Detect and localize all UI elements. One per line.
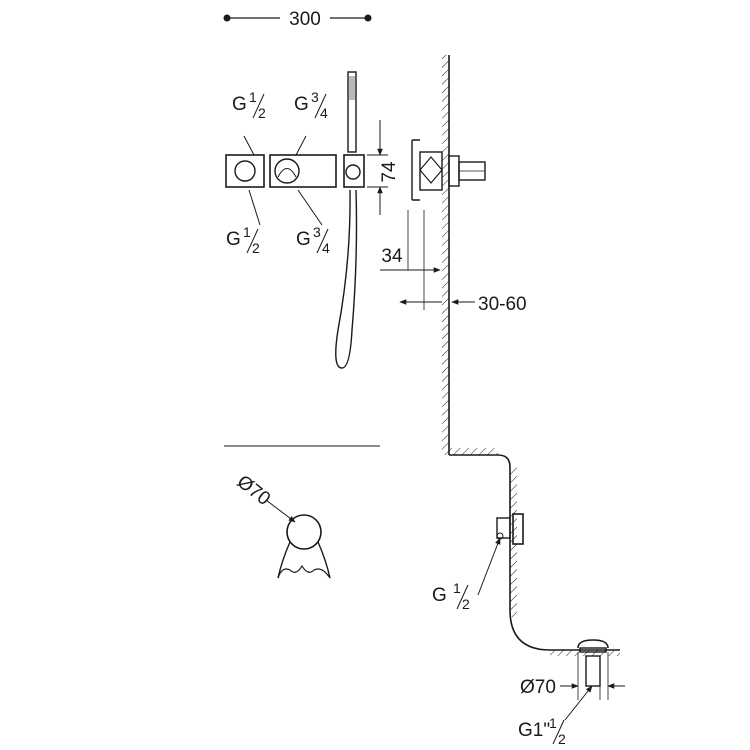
height-dimension-label: 74 <box>379 161 400 183</box>
svg-text:G: G <box>232 94 247 115</box>
svg-text:3: 3 <box>311 89 319 105</box>
svg-text:1: 1 <box>453 580 461 596</box>
wall <box>442 55 620 656</box>
width-dimension-label: 300 <box>289 9 321 30</box>
depth-34-label: 34 <box>381 246 403 267</box>
left-plate-top-label: G 1 2 <box>232 89 266 121</box>
depth-30-60-label: 30-60 <box>478 294 527 315</box>
svg-text:G: G <box>432 585 447 606</box>
drain: Ø70 <box>520 639 625 721</box>
drain-diameter-label: Ø70 <box>520 677 556 698</box>
svg-text:G: G <box>296 229 311 250</box>
spout-front-view: Ø70 <box>233 471 331 579</box>
height-dimension: 74 <box>367 120 400 215</box>
left-control-plate <box>225 135 265 188</box>
svg-text:2: 2 <box>258 105 266 121</box>
svg-text:G1": G1" <box>518 720 550 741</box>
right-plate-bottom-label: G 3 4 <box>296 189 330 256</box>
right-control-plate <box>269 135 337 188</box>
depth-dimension-34: 34 <box>380 210 441 310</box>
svg-text:2: 2 <box>558 731 566 747</box>
hand-shower <box>335 71 365 369</box>
svg-text:G: G <box>226 229 241 250</box>
spout-inlet-label: G 1 2 <box>432 580 470 612</box>
svg-text:4: 4 <box>322 240 330 256</box>
svg-text:1: 1 <box>249 89 257 105</box>
spout-side-view <box>477 513 524 596</box>
svg-text:G: G <box>294 94 309 115</box>
drain-thread-label: G1" 1 2 <box>518 715 566 747</box>
svg-text:2: 2 <box>252 240 260 256</box>
depth-dimension-30-60: 30-60 <box>399 294 527 315</box>
svg-text:1: 1 <box>549 715 557 731</box>
right-plate-top-label: G 3 4 <box>294 89 328 121</box>
left-plate-bottom-label: G 1 2 <box>226 189 261 256</box>
svg-text:1: 1 <box>243 224 251 240</box>
spout-diameter-label: Ø70 <box>233 471 274 510</box>
width-dimension: 300 <box>223 9 372 30</box>
svg-text:2: 2 <box>462 596 470 612</box>
svg-text:3: 3 <box>313 224 321 240</box>
mixer-side-view <box>411 139 486 201</box>
svg-text:4: 4 <box>320 105 328 121</box>
